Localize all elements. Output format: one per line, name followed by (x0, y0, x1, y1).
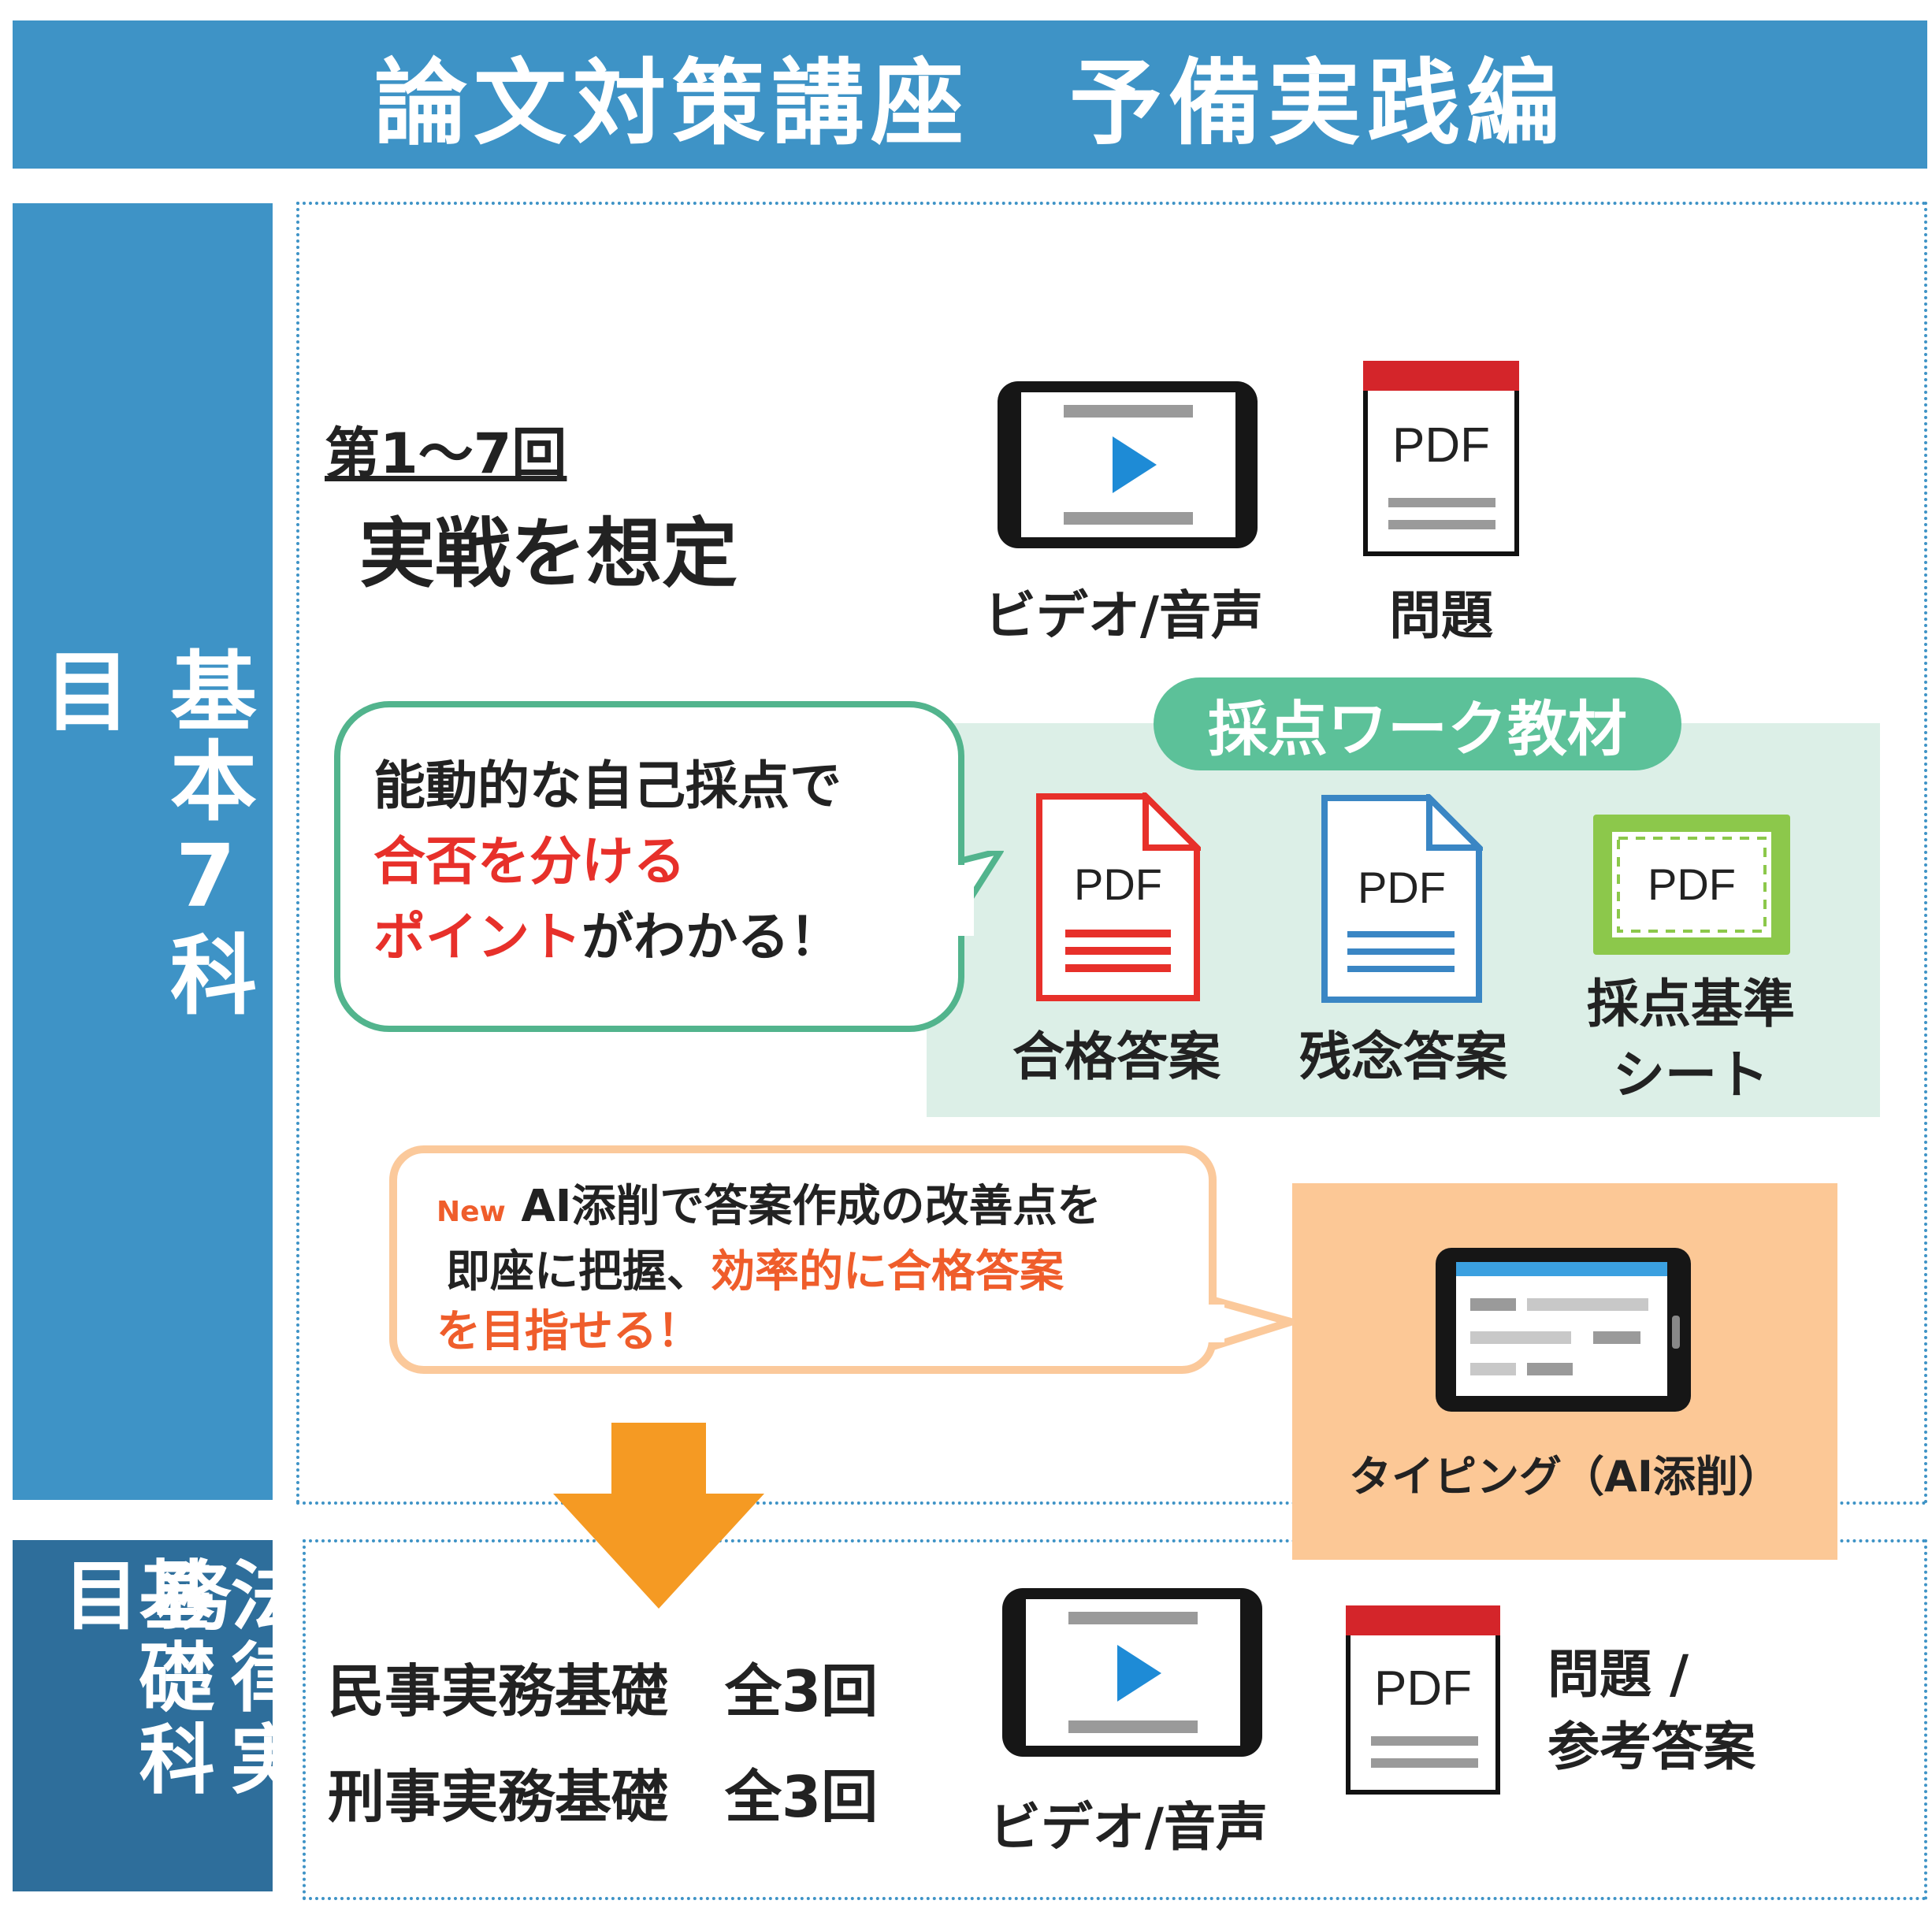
failed-answer-caption: 残念答案 (1299, 1026, 1507, 1087)
video-tablet-icon (998, 381, 1258, 548)
legal-practice-label-col2: 基礎科目 (50, 1556, 214, 1802)
grading-speech-bubble (334, 701, 964, 1032)
down-arrow-icon (553, 1423, 764, 1609)
legal-practice-label-col1: 法律実務 (142, 1556, 306, 1802)
header-banner: 論文対策講座 予備実践編 (13, 20, 1927, 169)
grading-bubble-text: 能動的な自己採点で 合否を分ける ポイントがわかる！ (373, 748, 842, 975)
civil-practice-line: 民事実務基礎 全3回 (328, 1658, 879, 1724)
scoring-caption-line-2: シート (1613, 1045, 1769, 1105)
pdf-problem-icon: PDF (1363, 361, 1519, 556)
legal-practice-bar (13, 1540, 273, 1891)
bottom-video-caption: ビデオ/音声 (988, 1797, 1269, 1858)
basic-subjects-bar (13, 203, 273, 1500)
typing-tablet-icon (1436, 1248, 1691, 1412)
ai-line-2-part1: 即座に把握、 (446, 1246, 711, 1297)
play-icon (1113, 436, 1157, 493)
bubble-line-3-rest: がわかる！ (581, 907, 842, 967)
bubble-line-2: 合否を分ける (373, 831, 685, 892)
session-subtitle: 実戦を想定 (359, 510, 738, 598)
typing-caption: タイピング（AI添削） (1349, 1452, 1781, 1501)
failed-pdf-label: PDF (1358, 863, 1446, 912)
bubble-line-3-red: ポイント (373, 907, 581, 967)
ai-speech-bubble (389, 1145, 1217, 1374)
criminal-practice-line: 刑事実務基礎 全3回 (328, 1764, 879, 1830)
legal-practice-frame (303, 1539, 1927, 1900)
ai-bubble-tail (1206, 1294, 1295, 1353)
passing-pdf-label: PDF (1074, 859, 1162, 909)
ai-line-1: AI添削で答案作成の改善点を (521, 1181, 1102, 1232)
basic-subjects-frame (296, 202, 1927, 1505)
failed-answer-pdf-icon (1321, 794, 1483, 1003)
bottom-pdf-icon: PDF (1346, 1605, 1500, 1795)
bottom-video-tablet-icon (1002, 1588, 1262, 1757)
page-title: 論文対策講座 予備実践編 (373, 48, 1566, 158)
basic-subjects-label: 基本7科目 (29, 646, 256, 1019)
passing-answer-caption: 合格答案 (1012, 1026, 1221, 1087)
ai-line-2-orange: 効率的に合格答案 (711, 1246, 1064, 1297)
scoring-sheet-pdf-icon (1593, 815, 1790, 955)
video-caption: ビデオ/音声 (983, 585, 1264, 646)
bottom-play-icon (1117, 1645, 1161, 1702)
bottom-pdf-caption-line-1: 問題 / (1547, 1644, 1689, 1705)
bottom-pdf-caption: 問題 / 参考答案 (1547, 1639, 1756, 1784)
problem-caption: 問題 (1389, 585, 1493, 646)
scoring-caption-line-1: 採点基準 (1587, 974, 1795, 1034)
grading-material-title: 採点ワーク教材 (1154, 677, 1681, 770)
session-range: 第1～7回 (325, 421, 567, 486)
passing-answer-pdf-icon (1036, 792, 1201, 1001)
ai-line-3: を目指せる！ (437, 1306, 701, 1357)
ai-bubble-text: New AI添削で答案作成の改善点を 即座に把握、効率的に合格答案 を目指せる！ (437, 1177, 1102, 1362)
scoring-sheet-caption: 採点基準 シート (1557, 969, 1825, 1111)
bottom-pdf-caption-line-2: 参考答案 (1547, 1717, 1756, 1777)
new-badge: New (437, 1196, 506, 1228)
bubble-line-1: 能動的な自己採点で (373, 755, 842, 816)
scoring-pdf-label: PDF (1648, 859, 1736, 909)
